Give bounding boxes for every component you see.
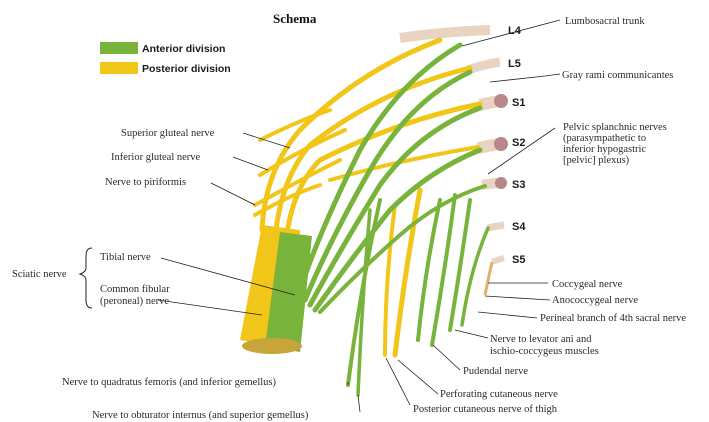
label-sciatic-nerve: Sciatic nerve <box>12 269 67 280</box>
sciatic-brace <box>80 248 92 308</box>
leader-posterior-cutaneous <box>386 358 410 405</box>
label-anococcygeal-nerve: Anococcygeal nerve <box>552 295 638 306</box>
label-levator-ani-1: Nerve to levator ani and <box>490 334 592 345</box>
leader-obturator <box>358 395 360 412</box>
label-superior-gluteal-nerve: Superior gluteal nerve <box>121 128 215 139</box>
coccygeal-nerve-path <box>485 262 492 295</box>
root-s4-tube <box>488 225 504 228</box>
label-inferior-gluteal-nerve: Inferior gluteal nerve <box>111 152 201 163</box>
label-common-fibular-2: (peroneal) nerve <box>100 296 169 307</box>
root-label-s3: S3 <box>512 179 525 191</box>
ganglion-s3 <box>495 177 507 189</box>
leader-gray-rami <box>490 74 560 82</box>
label-lumbosacral-trunk: Lumbosacral trunk <box>565 16 645 27</box>
ganglion-s2 <box>494 137 508 151</box>
root-label-s4: S4 <box>512 221 526 233</box>
leader-perforating <box>398 360 438 394</box>
label-gray-rami: Gray rami communicantes <box>562 70 673 81</box>
label-coccygeal-nerve: Coccygeal nerve <box>552 279 623 290</box>
root-label-l5: L5 <box>508 58 521 70</box>
root-s5-tube <box>492 258 504 262</box>
root-label-s5: S5 <box>512 254 525 266</box>
label-perforating-cutaneous: Perforating cutaneous nerve <box>440 389 558 400</box>
label-common-fibular-1: Common fibular <box>100 284 170 295</box>
root-l4-tube <box>400 30 490 38</box>
root-l5-tube <box>468 62 500 70</box>
label-pudendal-nerve: Pudendal nerve <box>463 366 528 377</box>
label-pelvic-splanchnic-2: (parasympathetic to <box>563 133 646 144</box>
leader-inferior-gluteal <box>233 157 268 170</box>
legend-swatch-anterior <box>100 42 138 54</box>
root-label-s2: S2 <box>512 137 525 149</box>
label-pelvic-splanchnic-4: [pelvic] plexus) <box>563 155 630 166</box>
leader-levator-ani <box>455 330 488 338</box>
label-pelvic-splanchnic-3: inferior hypogastric <box>563 144 646 155</box>
leader-piriformis <box>211 183 255 205</box>
leader-perineal-branch <box>478 312 537 318</box>
leader-pelvic-splanchnic <box>488 128 555 174</box>
label-nerve-to-obturator: Nerve to obturator internus (and superio… <box>92 410 309 421</box>
legend-label-posterior: Posterior division <box>142 63 231 75</box>
leader-pudendal <box>433 345 460 370</box>
diagram-title: Schema <box>273 11 317 26</box>
label-levator-ani-2: ischio-coccygeus muscles <box>490 346 599 357</box>
ganglion-s1 <box>494 94 508 108</box>
label-perineal-branch: Perineal branch of 4th sacral nerve <box>540 313 686 324</box>
root-label-s1: S1 <box>512 97 525 109</box>
label-pelvic-splanchnic-1: Pelvic splanchnic nerves <box>563 122 667 133</box>
leader-anococcygeal <box>485 296 550 300</box>
legend-swatch-posterior <box>100 62 138 74</box>
legend-label-anterior: Anterior division <box>142 43 225 55</box>
label-tibial-nerve: Tibial nerve <box>100 252 151 263</box>
label-nerve-to-quadratus: Nerve to quadratus femoris (and inferior… <box>62 377 277 388</box>
label-nerve-to-piriformis: Nerve to piriformis <box>105 177 186 188</box>
label-posterior-cutaneous: Posterior cutaneous nerve of thigh <box>413 404 558 415</box>
sciatic-cut-end <box>242 338 302 354</box>
